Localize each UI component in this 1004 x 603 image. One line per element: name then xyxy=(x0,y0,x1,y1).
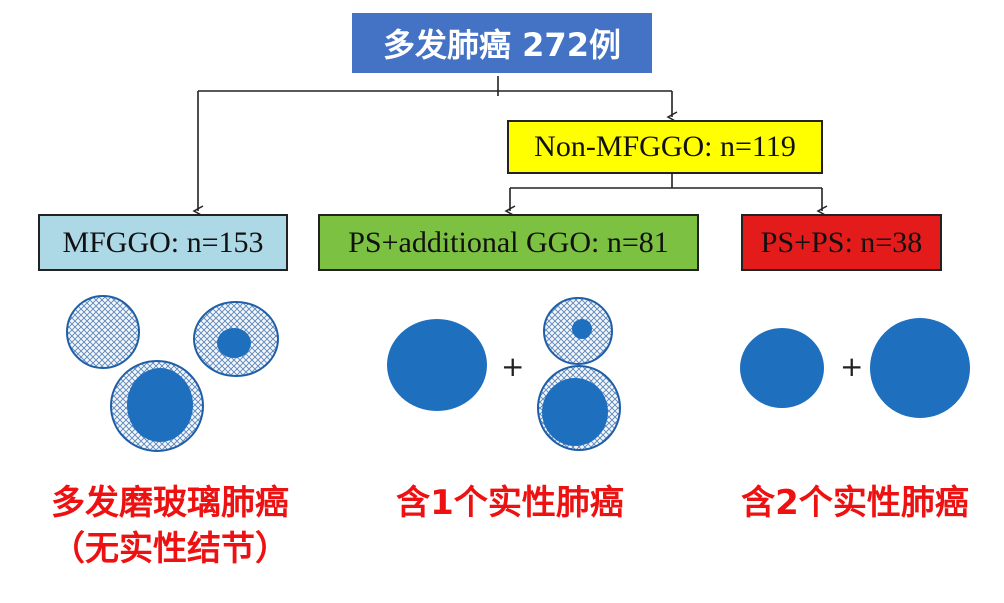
node-ps-ps: PS+PS: n=38 xyxy=(741,214,942,271)
root-title: 多发肺癌 272例 xyxy=(352,13,652,73)
caption-mfggo-line1: 多发磨玻璃肺癌 xyxy=(51,483,289,523)
plus-sign: + xyxy=(840,350,864,383)
caption-one-solid: 含1个实性肺癌 xyxy=(396,483,624,523)
solid-core xyxy=(217,328,251,358)
node-mfggo: MFGGO: n=153 xyxy=(38,214,288,271)
caption-mfggo-line2: （无实性结节） xyxy=(51,529,289,569)
solid-nodule xyxy=(870,318,970,418)
node-non-mfggo: Non-MFGGO: n=119 xyxy=(507,120,823,174)
solid-core xyxy=(127,368,193,442)
caption-mfggo: 多发磨玻璃肺癌 （无实性结节） xyxy=(20,480,320,572)
node-ps-additional-ggo-label: PS+additional GGO: n=81 xyxy=(348,225,669,259)
caption-two-solid: 含2个实性肺癌 xyxy=(741,483,969,523)
ggo-nodule-pure xyxy=(66,295,140,369)
node-mfggo-label: MFGGO: n=153 xyxy=(62,225,264,259)
solid-nodule xyxy=(387,319,487,411)
solid-core xyxy=(572,319,592,339)
node-non-mfggo-label: Non-MFGGO: n=119 xyxy=(534,130,796,163)
connector-lines xyxy=(192,76,828,217)
ps-ps-nodules xyxy=(740,318,970,418)
mfggo-nodules xyxy=(66,295,279,452)
node-ps-ps-label: PS+PS: n=38 xyxy=(760,225,923,259)
plus-sign: + xyxy=(501,350,525,383)
node-ps-additional-ggo: PS+additional GGO: n=81 xyxy=(318,214,699,271)
ps-ggo-nodules xyxy=(387,297,621,451)
solid-nodule xyxy=(740,328,824,408)
solid-core xyxy=(542,378,608,446)
